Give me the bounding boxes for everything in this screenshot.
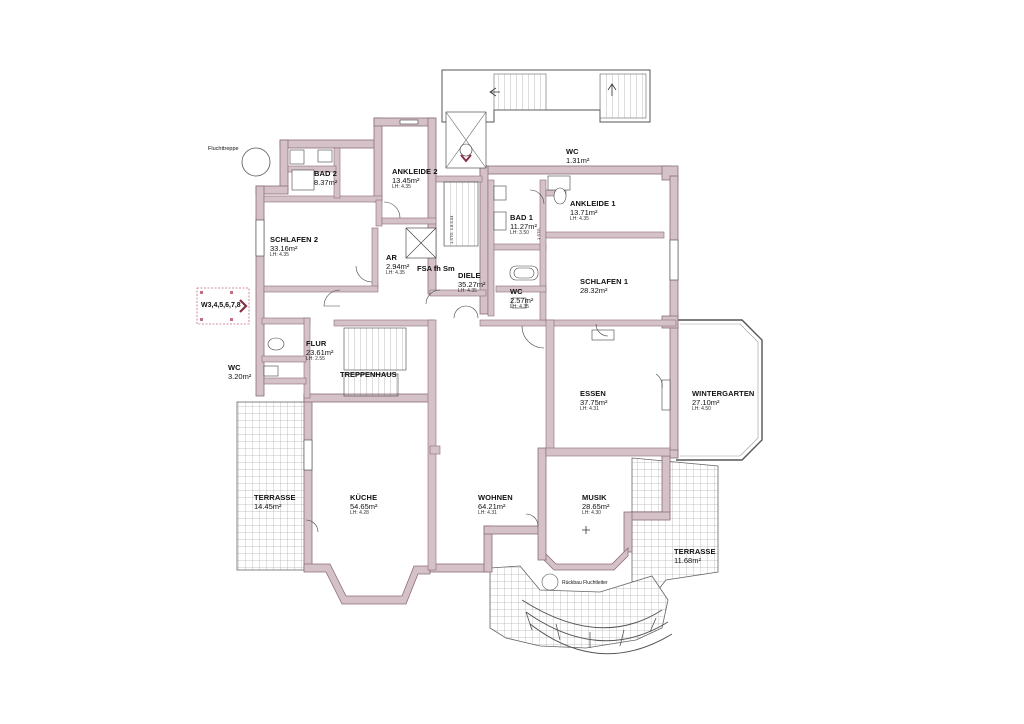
room-name: MUSIK xyxy=(582,493,607,502)
elevator-marker xyxy=(460,154,472,163)
room-height: LH: 4.50 xyxy=(692,406,711,413)
fixtures xyxy=(241,111,679,591)
room-name: ANKLEIDE 2 xyxy=(392,167,438,176)
room-height: LH: 4.35 xyxy=(510,304,529,311)
room-schlafen1: SCHLAFEN 1 28.32m² xyxy=(580,277,629,295)
room-height: LH: 4.35 xyxy=(570,216,589,223)
room-essen: ESSEN 37.75m² LH: 4.31 xyxy=(580,389,608,413)
room-area: 23.61m² xyxy=(306,347,334,357)
room-name: ANKLEIDE 1 xyxy=(570,199,616,208)
room-ankleide1: ANKLEIDE 1 13.71m² LH: 4.35 xyxy=(570,199,616,223)
room-name: KÜCHE xyxy=(350,493,378,502)
room-name: WOHNEN xyxy=(478,493,513,502)
room-name: WC xyxy=(228,363,241,372)
stair-note-1: 1.STG. 1.8.5-04 xyxy=(449,215,454,244)
room-flur: FLUR 23.61m² LH: 2.55 xyxy=(306,339,334,363)
room-name: FLUR xyxy=(306,339,327,348)
room-name: TERRASSE xyxy=(254,493,296,502)
room-bad2: BAD 2 8.37m² xyxy=(314,169,338,187)
room-height: LH: 4.31 xyxy=(580,406,599,413)
terrace-curved-stair xyxy=(521,599,673,655)
treppenhaus-label: TREPPENHAUS xyxy=(340,370,397,379)
fluchttreppe-label: Fluchttreppe xyxy=(208,146,239,152)
room-name: TERRASSE xyxy=(674,547,716,556)
room-name: SCHLAFEN 2 xyxy=(270,235,319,244)
room-area: 54.65m² xyxy=(350,501,378,511)
room-bad1: BAD 1 11.27m² LH: 3.50 xyxy=(510,213,537,237)
room-name: WINTERGARTEN xyxy=(692,389,755,398)
room-wintergarten: WINTERGARTEN 27.10m² LH: 4.50 xyxy=(692,389,755,413)
entrance-arrow-icon xyxy=(582,526,590,534)
interior-walls xyxy=(261,147,677,571)
door-swings xyxy=(305,189,663,533)
room-name: AR xyxy=(386,253,398,262)
room-wohnen: WOHNEN 64.21m² LH: 4.31 xyxy=(478,493,513,517)
room-area: 3.20m² xyxy=(228,371,252,381)
room-name: DIELE xyxy=(458,271,481,280)
room-height: LH: 4.35 xyxy=(458,288,477,295)
fsa-label: FSA fh Sm xyxy=(417,264,455,273)
room-name: WC xyxy=(510,287,523,296)
room-terrasse-right: TERRASSE 11.68m² xyxy=(674,547,716,565)
room-height: LH: 2.55 xyxy=(306,356,325,363)
room-name: WC xyxy=(566,147,579,156)
room-height: LH: 4.35 xyxy=(386,270,405,277)
room-area: 11.68m² xyxy=(674,555,701,565)
room-name: ESSEN xyxy=(580,389,606,398)
window-tag-label: W3,4,5,6,7,8 xyxy=(201,302,241,309)
room-schlafen2: SCHLAFEN 2 33.16m² LH: 4.35 xyxy=(270,235,319,259)
room-area: 64.21m² xyxy=(478,501,506,511)
window-tag xyxy=(196,287,250,325)
room-area: 35.27m² xyxy=(458,279,486,289)
room-wc-mid: WC 2.57m² LH: 4.35 xyxy=(510,287,534,311)
room-area: 2.57m² xyxy=(510,295,534,305)
room-area: 33.16m² xyxy=(270,243,298,253)
room-height: LH: 4.28 xyxy=(350,510,369,517)
stair-note-2: 1 STG. xyxy=(536,227,541,240)
rueckbau-label: Rückbau Fluchtleiter xyxy=(562,580,608,586)
room-area: 13.71m² xyxy=(570,207,598,217)
room-area: 27.10m² xyxy=(692,397,720,407)
room-musik: MUSIK 28.65m² LH: 4.30 xyxy=(582,493,610,517)
room-height: LH: 4.30 xyxy=(582,510,601,517)
room-wc-left: WC 3.20m² xyxy=(228,363,252,381)
room-wc-top: WC 1.31m² xyxy=(566,147,590,165)
room-kueche: KÜCHE 54.65m² LH: 4.28 xyxy=(350,493,378,517)
wintergarten-outline xyxy=(676,319,763,461)
room-diele: DIELE 35.27m² LH: 4.35 xyxy=(458,271,486,295)
room-height: LH: 4.31 xyxy=(478,510,497,517)
room-area: 28.65m² xyxy=(582,501,610,511)
room-height: LH: 4.35 xyxy=(392,184,411,191)
room-ankleide2: ANKLEIDE 2 13.45m² LH: 4.35 xyxy=(392,167,438,191)
room-area: 8.37m² xyxy=(314,177,338,187)
room-area: 11.27m² xyxy=(510,221,537,231)
room-ar: AR 2.94m² LH: 4.35 xyxy=(386,253,410,277)
room-area: 13.45m² xyxy=(392,175,420,185)
room-area: 14.45m² xyxy=(254,501,282,511)
room-area: 28.32m² xyxy=(580,285,608,295)
room-name: SCHLAFEN 1 xyxy=(580,277,629,286)
room-height: LH: 3.50 xyxy=(510,230,529,237)
room-terrasse-left: TERRASSE 14.45m² xyxy=(254,493,296,511)
exterior-walls xyxy=(255,117,679,605)
room-height: LH: 4.35 xyxy=(270,252,289,259)
room-area: 37.75m² xyxy=(580,397,608,407)
room-area: 1.31m² xyxy=(566,155,590,165)
outside-stairs-top xyxy=(441,69,651,123)
room-name: BAD 1 xyxy=(510,213,534,222)
terrace-left-area xyxy=(236,401,308,571)
room-name: BAD 2 xyxy=(314,169,338,178)
room-area: 2.94m² xyxy=(386,261,410,271)
